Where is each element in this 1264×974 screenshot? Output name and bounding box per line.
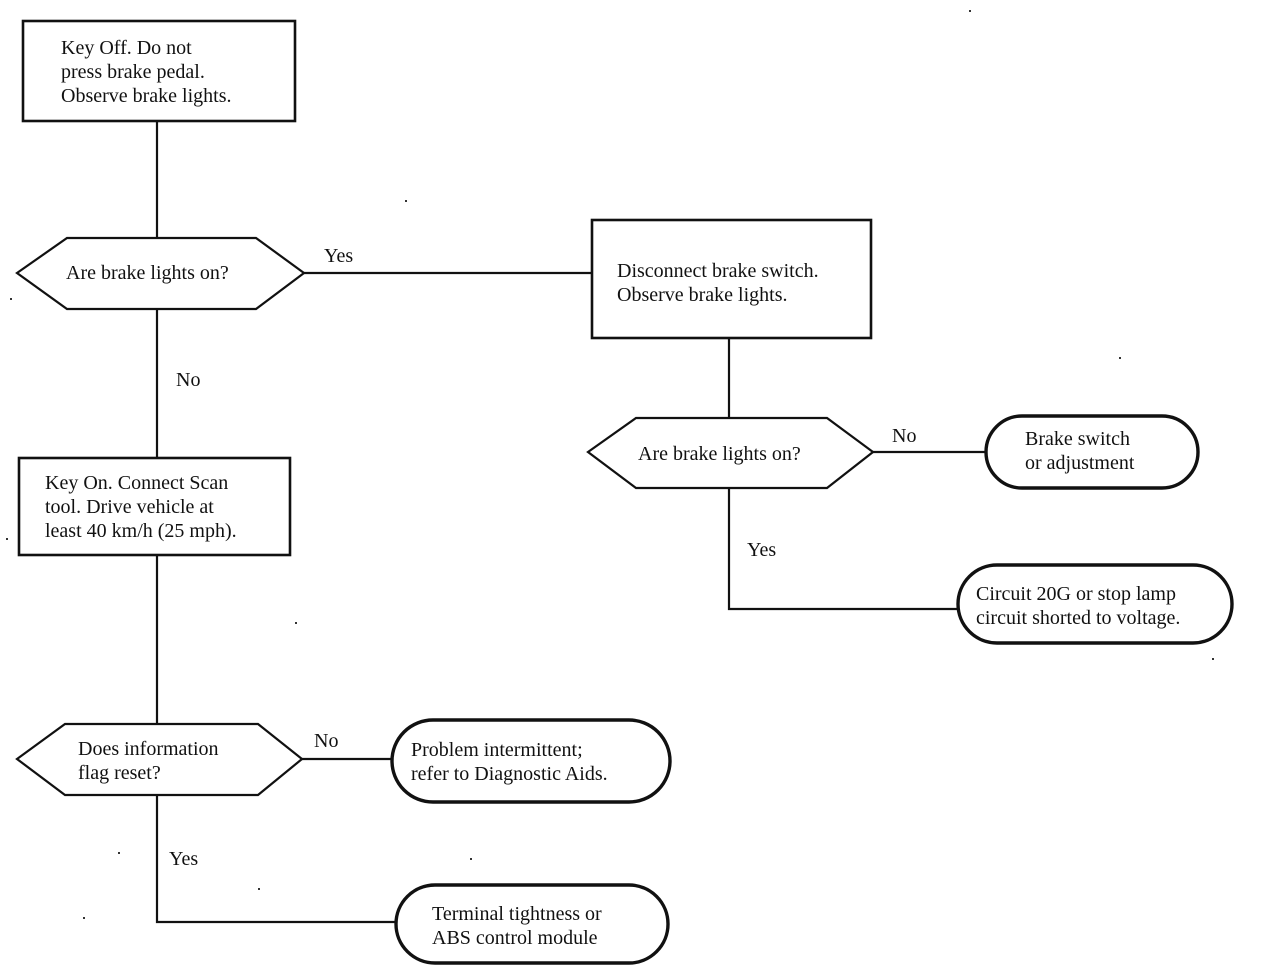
end-circuit-shorted-line-2: circuit shorted to voltage. <box>976 607 1180 629</box>
connectors <box>155 121 986 924</box>
connector-decision3-end-terminal <box>155 795 396 924</box>
label-d3-no: No <box>314 730 338 752</box>
speck <box>405 200 407 202</box>
end-problem-intermittent: Problem intermittent; refer to Diagnosti… <box>390 718 672 804</box>
label-d1-no: No <box>176 369 200 391</box>
label-d3-yes: Yes <box>169 848 198 870</box>
end-brake-switch: Brake switch or adjustment <box>984 414 1200 490</box>
step-key-off-line-3: Observe brake lights. <box>61 85 232 107</box>
speck <box>295 622 297 624</box>
decision-brake-lights-1: Are brake lights on? <box>15 236 306 311</box>
decision-brake-lights-2-text: Are brake lights on? <box>638 443 801 465</box>
step-key-off-line-2: press brake pedal. <box>61 61 205 83</box>
end-problem-intermittent-line-2: refer to Diagnostic Aids. <box>411 763 608 785</box>
step-key-off-line-1: Key Off. Do not <box>61 37 192 59</box>
label-d2-no: No <box>892 425 916 447</box>
end-circuit-shorted-line-1: Circuit 20G or stop lamp <box>976 583 1176 605</box>
connector-decision2-end-circuit <box>727 488 958 611</box>
step-key-on: Key On. Connect Scan tool. Drive vehicle… <box>17 456 292 557</box>
decision-flag-reset: Does information flag reset? <box>15 722 304 797</box>
step-disconnect-switch-line-2: Observe brake lights. <box>617 284 788 306</box>
decision-flag-reset-line-1: Does information <box>78 738 219 760</box>
decision-brake-lights-1-text: Are brake lights on? <box>66 262 229 284</box>
end-terminal-tightness-line-1: Terminal tightness or <box>432 903 602 925</box>
step-disconnect-switch: Disconnect brake switch. Observe brake l… <box>590 218 873 340</box>
end-terminal-tightness-line-2: ABS control module <box>432 927 598 949</box>
speck <box>258 888 260 890</box>
step-disconnect-switch-line-1: Disconnect brake switch. <box>617 260 819 282</box>
end-circuit-shorted: Circuit 20G or stop lamp circuit shorted… <box>956 563 1234 645</box>
step-key-on-line-2: tool. Drive vehicle at <box>45 496 214 518</box>
step-key-on-line-1: Key On. Connect Scan <box>45 472 228 494</box>
speck <box>6 538 8 540</box>
speck <box>969 10 971 12</box>
end-brake-switch-line-2: or adjustment <box>1025 452 1135 474</box>
scan-specks <box>6 10 1214 919</box>
speck <box>470 858 472 860</box>
speck <box>83 917 85 919</box>
speck <box>1119 357 1121 359</box>
label-d1-yes: Yes <box>324 245 353 267</box>
speck <box>118 852 120 854</box>
end-brake-switch-line-1: Brake switch <box>1025 428 1130 450</box>
speck <box>1212 658 1214 660</box>
decision-brake-lights-2: Are brake lights on? <box>586 416 875 490</box>
speck <box>10 298 12 300</box>
end-problem-intermittent-line-1: Problem intermittent; <box>411 739 583 761</box>
end-terminal-tightness: Terminal tightness or ABS control module <box>394 883 670 965</box>
label-d2-yes: Yes <box>747 539 776 561</box>
step-key-on-line-3: least 40 km/h (25 mph). <box>45 520 237 542</box>
step-key-off: Key Off. Do not press brake pedal. Obser… <box>21 19 297 123</box>
decision-flag-reset-line-2: flag reset? <box>78 762 161 784</box>
